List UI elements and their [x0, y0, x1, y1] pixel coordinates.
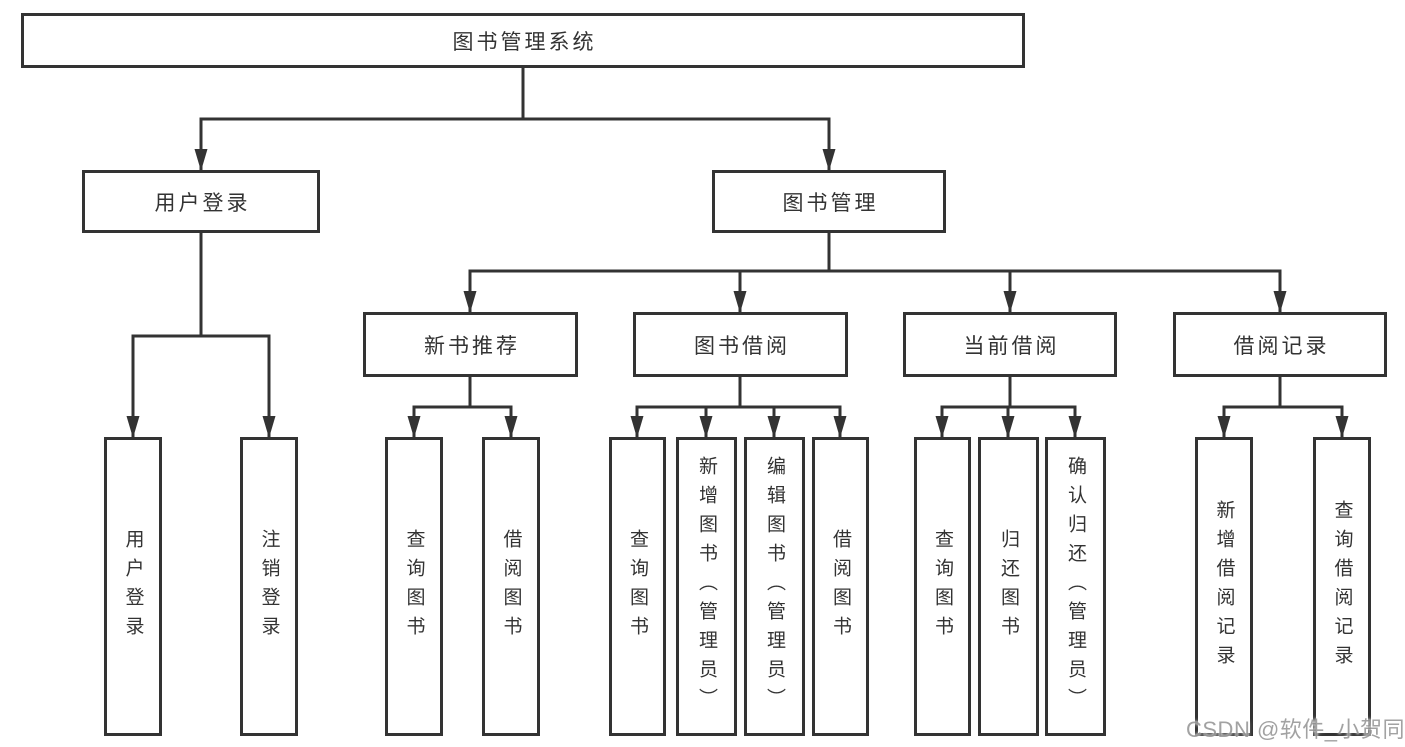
edge-book-borrow-children: [630, 377, 847, 438]
node-library-management-system: 图书管理系统: [21, 13, 1025, 68]
csdn-watermark: CSDN @软件_小贺同学: [1186, 717, 1405, 742]
node-borrow-records: 借阅记录: [1173, 312, 1387, 377]
leaf-borrow-books-recommend: 借阅图书: [482, 437, 540, 736]
node-new-book-recommend: 新书推荐: [363, 312, 578, 377]
leaf-user-login: 用户登录: [104, 437, 162, 736]
leaf-return-books: 归还图书: [978, 437, 1039, 736]
edge-root-to-level2: [194, 68, 836, 171]
leaf-query-books-current: 查询图书: [914, 437, 971, 736]
node-book-management: 图书管理: [712, 170, 946, 233]
leaf-add-books-admin: 新增图书（管理员）: [676, 437, 737, 736]
edge-book-management-children: [463, 233, 1287, 313]
leaf-query-borrow-record: 查询借阅记录: [1313, 437, 1371, 736]
leaf-query-books-borrow: 查询图书: [609, 437, 666, 736]
node-current-borrow: 当前借阅: [903, 312, 1117, 377]
leaf-edit-books-admin: 编辑图书（管理员）: [744, 437, 805, 736]
leaf-logout-login: 注销登录: [240, 437, 298, 736]
node-user-login: 用户登录: [82, 170, 320, 233]
edge-current-borrow-children: [935, 377, 1082, 438]
leaf-borrow-books: 借阅图书: [812, 437, 869, 736]
leaf-confirm-return-admin: 确认归还（管理员）: [1045, 437, 1106, 736]
edge-borrow-records-children: [1217, 377, 1349, 438]
leaf-query-books-recommend: 查询图书: [385, 437, 443, 736]
node-book-borrow: 图书借阅: [633, 312, 848, 377]
leaf-add-borrow-record: 新增借阅记录: [1195, 437, 1253, 736]
edge-user-login-children: [126, 233, 276, 438]
edge-new-book-recommend-children: [407, 377, 518, 438]
